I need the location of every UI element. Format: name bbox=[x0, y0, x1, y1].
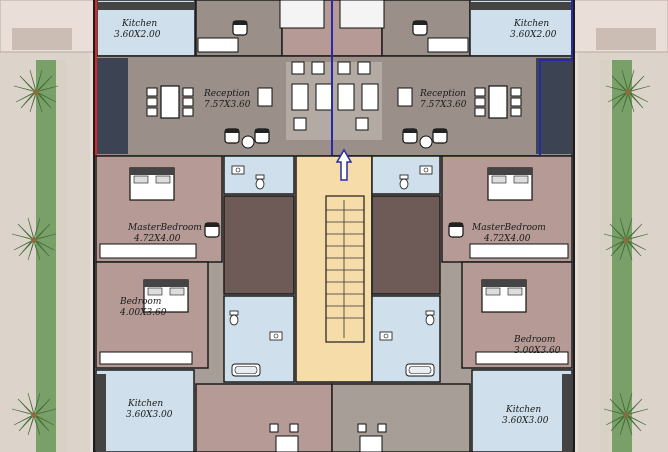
bedroom-right-name: Bedroom bbox=[513, 335, 555, 345]
bed-icon bbox=[481, 279, 527, 313]
bedroom-left-size: 4.00X3.60 bbox=[119, 308, 167, 318]
lift-shaft-left bbox=[223, 195, 295, 295]
staircase bbox=[325, 195, 365, 343]
master-right-name: MasterBedroom bbox=[471, 223, 546, 233]
armchair-icon bbox=[204, 222, 220, 238]
dining-table-icon bbox=[147, 86, 193, 118]
toilet-icon bbox=[229, 310, 239, 326]
armchair-icon bbox=[224, 128, 240, 144]
bed-icon bbox=[129, 167, 175, 201]
bedroom-right bbox=[461, 261, 573, 369]
sink-icon bbox=[269, 331, 283, 341]
kitchen-top-left-name: Kitchen bbox=[121, 19, 157, 29]
reception-right-name: Reception bbox=[419, 89, 466, 99]
kitchen-top-right-name: Kitchen bbox=[513, 19, 549, 29]
reception-left-name: Reception bbox=[203, 89, 250, 99]
armchair-icon bbox=[232, 20, 248, 36]
living-bottom-right bbox=[331, 383, 471, 452]
right-garden-strip bbox=[612, 60, 632, 452]
toilet-icon bbox=[425, 310, 435, 326]
armchair-icon bbox=[402, 128, 418, 144]
sink-icon bbox=[231, 165, 245, 175]
armchair-icon bbox=[432, 128, 448, 144]
right-balcony bbox=[536, 58, 572, 154]
armchair-icon bbox=[448, 222, 464, 238]
reception-left-size: 7.57X3.60 bbox=[204, 100, 251, 110]
bed-icon bbox=[487, 167, 533, 201]
master-left-size: 4.72X4.00 bbox=[133, 234, 181, 244]
kitchen-top-right-size: 3.60X2.00 bbox=[510, 30, 557, 40]
lift-shaft-right bbox=[371, 195, 441, 295]
armchair-icon bbox=[254, 128, 270, 144]
reception-right-size: 7.57X3.60 bbox=[420, 100, 467, 110]
bathtub-icon bbox=[405, 363, 435, 377]
right-path bbox=[600, 60, 610, 452]
bedroom-right-size: 3.00X3.60 bbox=[514, 346, 561, 356]
master-right-size: 4.72X4.00 bbox=[483, 234, 531, 244]
living-bottom-left bbox=[195, 383, 333, 452]
kitchen-bottom-right-size: 3.60X3.00 bbox=[502, 416, 549, 426]
kitchen-bottom-left bbox=[95, 369, 195, 452]
kitchen-top-left-size: 3.60X2.00 bbox=[114, 30, 161, 40]
toilet-icon bbox=[399, 174, 409, 190]
sink-icon bbox=[379, 331, 393, 341]
kitchen-bottom-left-name: Kitchen bbox=[127, 399, 163, 409]
dining-table-icon bbox=[475, 86, 521, 118]
bathtub-icon bbox=[231, 363, 261, 377]
arrow-up-icon bbox=[335, 148, 353, 181]
sink-icon bbox=[419, 165, 433, 175]
kitchen-bottom-right-name: Kitchen bbox=[505, 405, 541, 415]
bedroom-left-name: Bedroom bbox=[119, 297, 161, 307]
kitchen-bottom-right bbox=[471, 369, 573, 452]
toilet-icon bbox=[255, 174, 265, 190]
apartment-outline-right bbox=[331, 0, 573, 157]
left-balcony bbox=[96, 58, 128, 154]
left-path bbox=[56, 60, 66, 452]
kitchen-bottom-left-size: 3.60X3.00 bbox=[126, 410, 173, 420]
left-garden-strip bbox=[36, 60, 56, 452]
master-left-name: MasterBedroom bbox=[127, 223, 202, 233]
armchair-icon bbox=[412, 20, 428, 36]
